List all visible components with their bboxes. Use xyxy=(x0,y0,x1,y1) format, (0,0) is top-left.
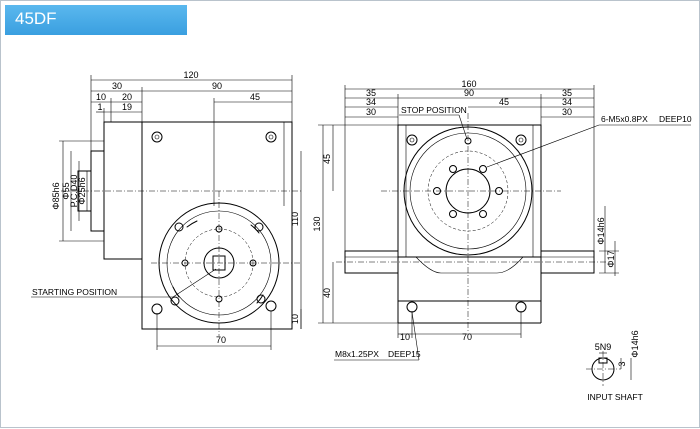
side-mount-hole xyxy=(265,300,277,312)
side-flange-hole xyxy=(170,296,180,306)
side-flange-block xyxy=(103,121,143,260)
dim-30-right: 30 xyxy=(562,107,572,117)
side-slot xyxy=(172,286,180,298)
side-flange-hole xyxy=(256,294,266,304)
side-mount-hole-inner xyxy=(268,134,274,140)
dim-1: 1 xyxy=(97,102,102,112)
input-shaft-detail: 5N9 3 Φ14h6 INPUT SHAFT xyxy=(586,330,643,402)
label-input-shaft: INPUT SHAFT xyxy=(587,392,643,402)
front-mount-hole xyxy=(406,134,418,146)
leader-line xyxy=(458,114,468,140)
leader-line xyxy=(172,268,217,298)
model-title: 45DF xyxy=(15,9,57,28)
dim-19: 19 xyxy=(122,102,132,112)
dim-40: 40 xyxy=(322,288,332,298)
front-mount-hole-inner xyxy=(409,137,415,143)
dim-phi55: Φ55 xyxy=(61,182,71,199)
dim-34-left: 34 xyxy=(366,97,376,107)
dim-phi14h6-input: Φ14h6 xyxy=(630,330,640,357)
dim-45-vert: 45 xyxy=(322,154,332,164)
dim-phi17: Φ17 xyxy=(606,250,616,267)
dim-30: 30 xyxy=(112,81,122,91)
dim-20: 20 xyxy=(122,92,132,102)
dim-phi25h6: Φ25h6 xyxy=(77,177,87,204)
front-tap-hole xyxy=(479,210,487,218)
label-tap-depth: DEEP10 xyxy=(659,114,692,124)
dim-phi85h6: Φ85h6 xyxy=(51,182,61,209)
dim-10: 10 xyxy=(96,92,106,102)
dim-130: 130 xyxy=(312,216,322,231)
side-mount-hole-inner xyxy=(154,134,160,140)
label-base-depth: DEEP15 xyxy=(388,349,421,359)
dim-120: 120 xyxy=(183,70,198,80)
dim-3: 3 xyxy=(617,361,627,366)
side-mount-hole xyxy=(151,131,163,143)
front-tap-hole xyxy=(449,210,457,218)
front-base-saddle xyxy=(415,256,524,274)
dim-45-front: 45 xyxy=(499,97,509,107)
leader-line xyxy=(411,311,420,361)
label-base-holes: M8x1.25PX xyxy=(335,349,379,359)
front-mount-hole-inner xyxy=(518,137,524,143)
front-base-hole xyxy=(515,301,527,313)
dim-10-front: 10 xyxy=(400,332,410,342)
dim-90-front: 90 xyxy=(464,88,474,98)
dim-5n9: 5N9 xyxy=(595,342,612,352)
dim-110: 110 xyxy=(290,212,300,226)
front-tap-hole xyxy=(479,165,487,173)
dim-34-right: 34 xyxy=(562,97,572,107)
front-view: 160 35 90 35 34 45 34 30 30 45 130 40 Φ1… xyxy=(312,79,692,361)
front-mount-hole xyxy=(515,134,527,146)
dim-35-right: 35 xyxy=(562,88,572,98)
side-flange-hole xyxy=(254,222,264,232)
dim-phi14h6: Φ14h6 xyxy=(596,217,606,244)
side-slot xyxy=(186,220,198,228)
dim-35-left: 35 xyxy=(366,88,376,98)
side-flange-hole xyxy=(174,222,184,232)
model-title-bar: 45DF xyxy=(5,5,187,35)
side-body-outline xyxy=(141,121,293,330)
dim-70-front: 70 xyxy=(462,332,472,342)
dim-10-right: 10 xyxy=(290,314,300,324)
label-stop-position: STOP POSITION xyxy=(401,105,467,115)
dim-90: 90 xyxy=(212,81,222,91)
dim-pcd40: P.C.D40 xyxy=(69,175,79,208)
front-base xyxy=(397,257,542,302)
dim-30-left: 30 xyxy=(366,107,376,117)
side-mount-hole xyxy=(265,131,277,143)
leader-line xyxy=(486,124,600,168)
front-tap-hole xyxy=(449,165,457,173)
front-base-hole xyxy=(406,301,418,313)
dim-70-side: 70 xyxy=(216,335,226,345)
dim-45: 45 xyxy=(250,92,260,102)
label-starting-position: STARTING POSITION xyxy=(32,287,117,297)
label-tap-holes: 6-M5x0.8PX xyxy=(601,114,648,124)
side-view: 120 30 90 10 20 45 1 19 Φ85h6 Φ55 P.C.D4… xyxy=(31,70,302,350)
dim-160: 160 xyxy=(461,79,476,89)
side-mount-hole xyxy=(151,303,163,315)
